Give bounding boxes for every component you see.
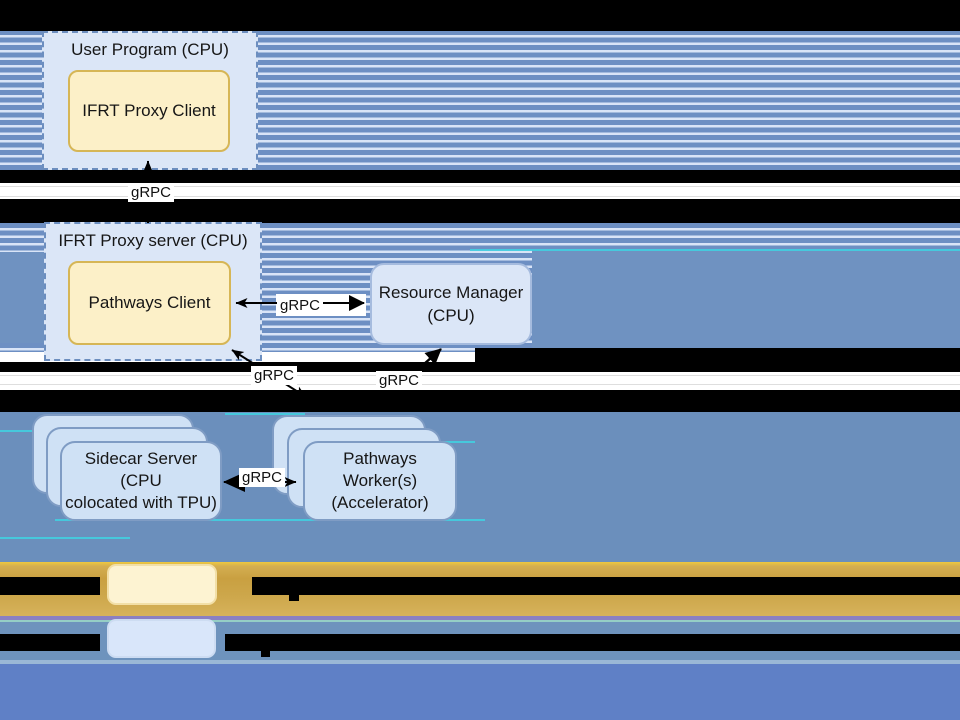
- legend-blue-swatch: [107, 619, 216, 658]
- redaction-band-5: [0, 390, 960, 412]
- grpc-label-4: gRPC: [376, 371, 423, 390]
- sidecar-line1: Sidecar Server (CPU: [84, 449, 198, 490]
- solid-blue-left: [0, 252, 44, 343]
- teal-line: [0, 620, 960, 622]
- artifact-line: [0, 537, 130, 539]
- artifact-line: [55, 519, 485, 521]
- hairline: [0, 375, 960, 376]
- pathways-client-label: Pathways Client: [88, 293, 211, 312]
- hairline: [0, 384, 960, 385]
- redaction-band-1: [0, 0, 960, 31]
- ifrt-proxy-server-title: IFRT Proxy server (CPU): [58, 231, 248, 250]
- purple-line: [0, 616, 960, 620]
- redaction-band-4b: [475, 348, 960, 372]
- bottom-blue-band: [0, 664, 960, 720]
- solid-blue-right: [532, 250, 960, 352]
- redaction-band-2: [0, 170, 960, 183]
- resource-manager-line1: Resource Manager: [378, 283, 524, 302]
- legend-yellow-swatch: [107, 564, 217, 605]
- ifrt-proxy-client-box: IFRT Proxy Client: [68, 70, 230, 152]
- legend-redaction-2-left: [0, 634, 100, 651]
- white-band-1: [0, 183, 960, 199]
- sidecar-card-front: Sidecar Server (CPU colocated with TPU): [60, 441, 222, 521]
- ifrt-proxy-client-label: IFRT Proxy Client: [82, 101, 216, 120]
- pathways-client-box: Pathways Client: [68, 261, 231, 345]
- user-program-title: User Program (CPU): [71, 40, 229, 59]
- artifact-line: [470, 249, 960, 251]
- legend-redaction-1-descender: [289, 594, 299, 601]
- redaction-band-3: [0, 199, 960, 223]
- hairline: [0, 196, 960, 197]
- grpc-label-5: gRPC: [239, 468, 286, 487]
- resource-manager-box: Resource Manager (CPU): [370, 263, 532, 345]
- grpc-label-2: gRPC: [277, 296, 324, 315]
- grpc-label-1: gRPC: [128, 183, 175, 202]
- workers-line2: (Accelerator): [331, 493, 429, 512]
- artifact-line: [225, 413, 305, 415]
- legend-redaction-1-left: [0, 577, 100, 595]
- workers-line1: Pathways Worker(s): [342, 449, 418, 490]
- legend-redaction-1-right: [252, 577, 960, 595]
- legend-redaction-2-right: [225, 634, 960, 651]
- artifact-line: [430, 441, 475, 443]
- light-blue-line: [0, 660, 960, 664]
- workers-card-front: Pathways Worker(s) (Accelerator): [303, 441, 457, 521]
- resource-manager-line2: (CPU): [427, 306, 475, 325]
- legend-redaction-2-descender: [261, 650, 270, 657]
- sidecar-line2: colocated with TPU): [65, 493, 217, 512]
- grpc-label-3: gRPC: [251, 366, 298, 385]
- hairline: [0, 186, 960, 187]
